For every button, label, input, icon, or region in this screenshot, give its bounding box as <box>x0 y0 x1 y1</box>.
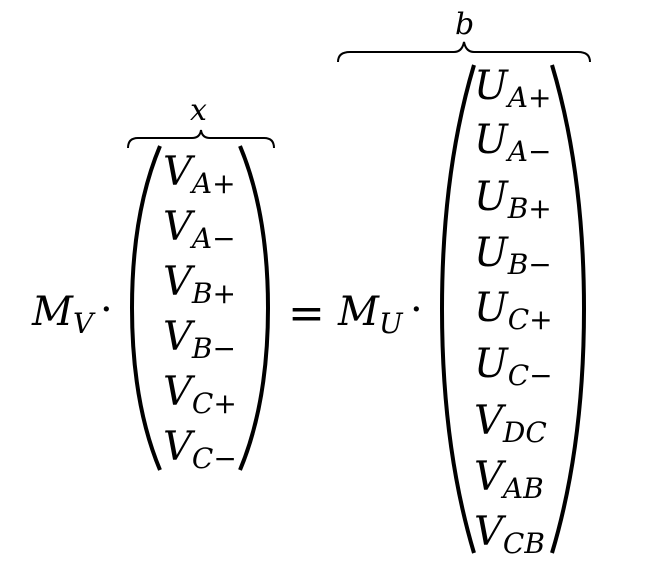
lhs-vector-entry: VB− <box>163 317 236 363</box>
rhs-right-paren <box>548 62 588 556</box>
entry-symbol: V <box>474 509 503 555</box>
entry-symbol: U <box>474 230 508 276</box>
entry-symbol: U <box>474 174 508 220</box>
entry-symbol: U <box>474 117 508 163</box>
lhs-overbrace-label: x <box>190 96 207 126</box>
entry-symbol: V <box>163 149 192 195</box>
entry-subscript: AB <box>503 472 544 505</box>
rhs-vector-entry: VDC <box>474 401 547 447</box>
entry-symbol: V <box>163 424 192 470</box>
entry-symbol: V <box>163 314 192 360</box>
rhs-matrix-subscript: U <box>379 307 403 340</box>
entry-subscript: C+ <box>192 387 237 420</box>
rhs-overbrace <box>336 40 592 64</box>
lhs-vector-entry: VC− <box>163 427 237 473</box>
lhs-matrix-subscript: V <box>73 307 93 340</box>
entry-symbol: U <box>474 341 508 387</box>
entry-symbol: V <box>163 204 192 250</box>
rhs-vector-entry: UA− <box>474 120 551 166</box>
entry-subscript: B− <box>508 248 552 281</box>
rhs-matrix: MU <box>338 292 403 338</box>
rhs-dot-operator: · <box>410 290 423 330</box>
entry-symbol: V <box>474 398 503 444</box>
entry-symbol: U <box>474 63 508 109</box>
rhs-overbrace-label: b <box>455 10 474 40</box>
entry-subscript: A− <box>192 222 236 255</box>
entry-subscript: B+ <box>508 192 552 225</box>
lhs-matrix-symbol: M <box>32 289 73 335</box>
rhs-vector-entry: VCB <box>474 512 545 558</box>
lhs-dot-operator: · <box>100 290 113 330</box>
entry-subscript: C+ <box>508 303 553 336</box>
lhs-matrix: MV <box>32 292 93 338</box>
lhs-vector-entry: VA+ <box>163 152 236 198</box>
rhs-vector-entry: UC+ <box>474 288 553 334</box>
rhs-vector-entry: UC− <box>474 344 553 390</box>
entry-subscript: C− <box>508 359 553 392</box>
lhs-vector-entry: VC+ <box>163 372 237 418</box>
entry-subscript: A+ <box>192 167 236 200</box>
entry-subscript: B− <box>192 332 236 365</box>
entry-subscript: B+ <box>192 277 236 310</box>
rhs-vector-entry: VAB <box>474 457 544 503</box>
entry-symbol: V <box>163 369 192 415</box>
lhs-left-paren <box>128 143 164 473</box>
entry-subscript: A+ <box>508 81 552 114</box>
entry-symbol: U <box>474 285 508 331</box>
entry-symbol: V <box>474 454 503 500</box>
rhs-vector-entry: UB− <box>474 233 552 279</box>
rhs-matrix-symbol: M <box>338 289 379 335</box>
rhs-vector-entry: UA+ <box>474 66 551 112</box>
lhs-right-paren <box>236 143 272 473</box>
equals-operator: = <box>288 292 325 336</box>
entry-subscript: CB <box>503 527 545 560</box>
entry-subscript: C− <box>192 442 237 475</box>
entry-symbol: V <box>163 259 192 305</box>
lhs-vector-entry: VA− <box>163 207 236 253</box>
rhs-left-paren <box>438 62 478 556</box>
lhs-vector-entry: VB+ <box>163 262 236 308</box>
rhs-vector-entry: UB+ <box>474 177 552 223</box>
entry-subscript: DC <box>503 416 547 449</box>
entry-subscript: A− <box>508 135 552 168</box>
